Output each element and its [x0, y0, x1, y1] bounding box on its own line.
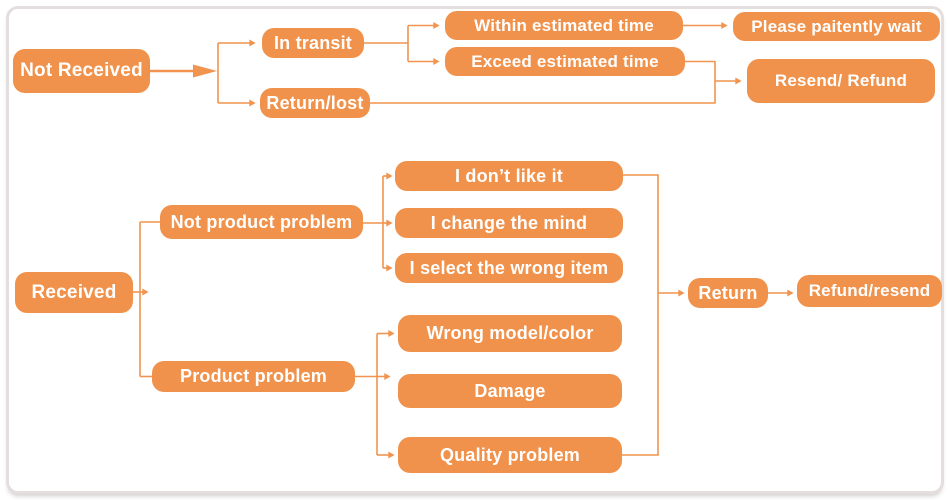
edge-group-return: [622, 174, 794, 456]
node-damage: Damage: [398, 374, 622, 408]
node-please-paitently-wait: Please paitently wait: [733, 12, 940, 41]
node-i-dont-like-it: I don’t like it: [395, 161, 623, 191]
edge-group-resend-refund: [370, 60, 742, 104]
node-exceed-estimated-time: Exceed estimated time: [445, 47, 685, 76]
node-return-lost: Return/lost: [260, 88, 370, 118]
node-i-select-the-wrong-item: I select the wrong item: [395, 253, 623, 283]
edge-line: [370, 60, 716, 104]
node-return: Return: [688, 278, 768, 308]
big-arrowhead: [193, 64, 217, 78]
node-not-product-problem: Not product problem: [160, 205, 363, 239]
node-quality-problem: Quality problem: [398, 437, 622, 473]
node-received: Received: [15, 272, 133, 313]
node-within-estimated-time: Within estimated time: [445, 11, 683, 40]
edge-group-received: [133, 221, 160, 378]
edge-group-product-problem: [355, 330, 395, 459]
node-resend-refund: Resend/ Refund: [747, 59, 935, 103]
node-refund-resend: Refund/resend: [797, 275, 942, 307]
node-product-problem: Product problem: [152, 361, 355, 392]
edge-group-not-product-problem: [363, 172, 393, 272]
node-in-transit: In transit: [262, 28, 364, 58]
edge-group-in-transit: [364, 22, 728, 65]
edge-line: [622, 174, 659, 456]
node-not-received: Not Received: [13, 49, 150, 93]
edge-group-not-received: [150, 39, 256, 107]
node-i-change-the-mind: I change the mind: [395, 208, 623, 238]
node-wrong-model-color: Wrong model/color: [398, 315, 622, 352]
